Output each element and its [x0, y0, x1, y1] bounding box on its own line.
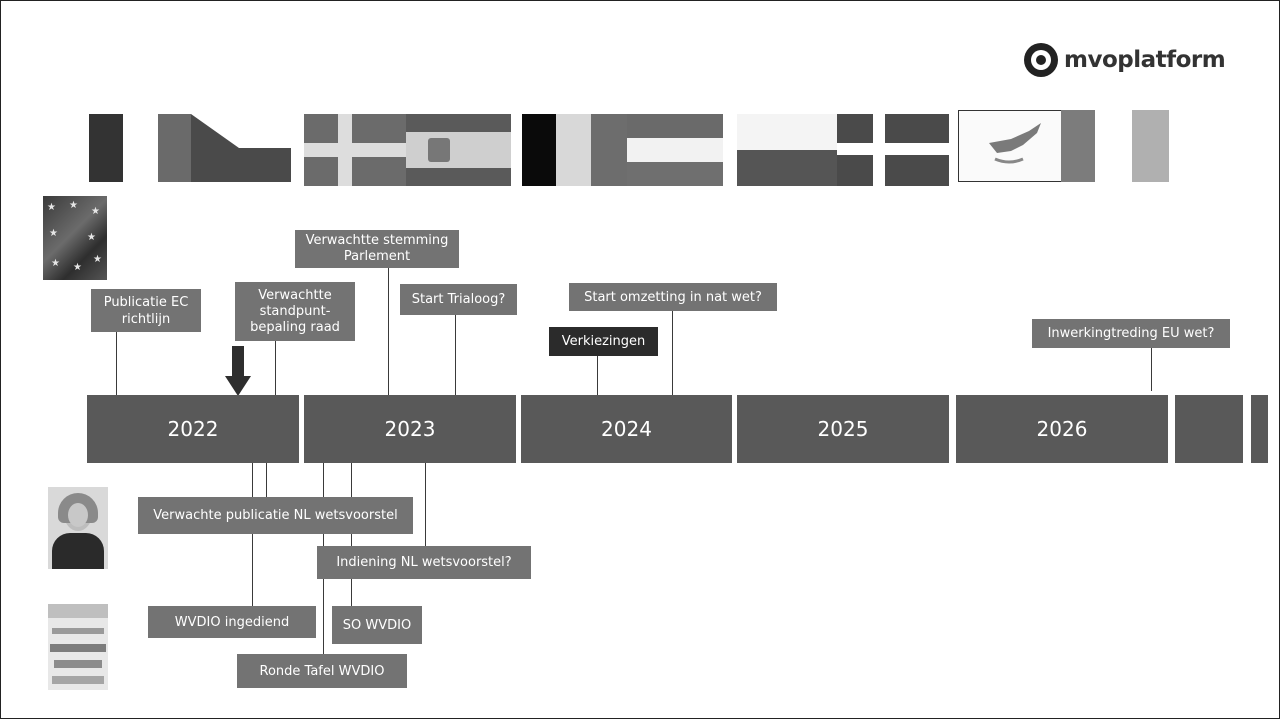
- connector-wvdio-ingediend: [252, 463, 253, 609]
- year-2023: 2023: [304, 395, 516, 463]
- svg-text:★: ★: [47, 202, 56, 213]
- eu-flag-photo: ★ ★ ★ ★ ★ ★ ★ ★: [43, 196, 107, 280]
- down-arrow-icon: [225, 346, 251, 396]
- flag-poland-like: [737, 114, 837, 186]
- event-start-omzetting: Start omzetting in nat wet?: [569, 283, 777, 311]
- svg-text:★: ★: [93, 254, 102, 265]
- flag-spain: [406, 114, 511, 186]
- mvoplatform-logo: mvoplatform: [1024, 43, 1226, 77]
- year-block-next: [1175, 395, 1243, 463]
- year-label: 2024: [601, 417, 652, 441]
- flag-3: [191, 114, 291, 182]
- flag-nordic-like: [837, 114, 949, 186]
- connector-standpunt-raad: [275, 341, 276, 395]
- flag-8: [1061, 110, 1095, 182]
- connector-stemming-parlement: [388, 267, 389, 395]
- event-wvdio-ingediend: WVDIO ingediend: [148, 606, 316, 638]
- flag-tricolor-horizontal: [627, 114, 723, 186]
- connector-publicatie-ec: [116, 332, 117, 395]
- connector-start-omzetting: [672, 311, 673, 395]
- connector-publicatie-nl: [266, 463, 267, 497]
- connector-inwerkingtreding: [1151, 347, 1152, 391]
- flag-denmark-like: [304, 114, 406, 186]
- parliament-photo: [48, 604, 108, 690]
- year-2025: 2025: [737, 395, 949, 463]
- flag-1: [89, 114, 123, 182]
- year-label: 2025: [817, 417, 869, 441]
- svg-text:★: ★: [69, 200, 78, 211]
- event-verkiezingen: Verkiezingen: [549, 327, 658, 356]
- event-publicatie-ec: Publicatie EC richtlijn: [91, 289, 201, 332]
- event-inwerkingtreding: Inwerkingtreding EU wet?: [1032, 319, 1230, 348]
- year-2022: 2022: [87, 395, 299, 463]
- year-2026: 2026: [956, 395, 1168, 463]
- svg-text:★: ★: [91, 206, 100, 217]
- event-start-trialoog: Start Trialoog?: [400, 284, 517, 315]
- connector-verkiezingen: [597, 355, 598, 395]
- connector-indiening-nl: [425, 463, 426, 547]
- connector-so-wvdio: [351, 463, 352, 606]
- svg-text:★: ★: [51, 258, 60, 269]
- event-stemming-parlement: Verwachtte stemming Parlement: [295, 230, 459, 268]
- year-block-end: [1251, 395, 1268, 463]
- eu-presidency-flags: [1, 1, 1279, 191]
- event-ronde-tafel: Ronde Tafel WVDIO: [237, 654, 407, 688]
- year-label: 2023: [384, 417, 436, 441]
- eu-stars-icon: ★ ★ ★ ★ ★ ★ ★ ★: [47, 200, 102, 273]
- flag-cyprus: [958, 110, 1066, 182]
- year-2024: 2024: [521, 395, 732, 463]
- flag-2: [158, 114, 191, 182]
- svg-text:★: ★: [49, 228, 58, 239]
- cyprus-map-icon: [989, 123, 1041, 164]
- event-indiening-nl: Indiening NL wetsvoorstel?: [317, 546, 531, 579]
- event-standpunt-raad: Verwachtte standpunt-bepaling raad: [235, 282, 355, 341]
- minister-photo: [48, 487, 108, 569]
- event-publicatie-nl: Verwachte publicatie NL wetsvoorstel: [138, 497, 413, 534]
- connector-start-trialoog: [455, 315, 456, 395]
- flag-belgium-like: [522, 114, 627, 186]
- svg-text:★: ★: [73, 262, 82, 273]
- year-label: 2022: [167, 417, 219, 441]
- logo-text: mvoplatform: [1064, 47, 1226, 73]
- year-label: 2026: [1036, 417, 1088, 441]
- mvoplatform-logo-icon: [1024, 43, 1058, 77]
- flag-9: [1132, 110, 1169, 182]
- svg-text:★: ★: [87, 232, 96, 243]
- event-so-wvdio: SO WVDIO: [332, 606, 422, 644]
